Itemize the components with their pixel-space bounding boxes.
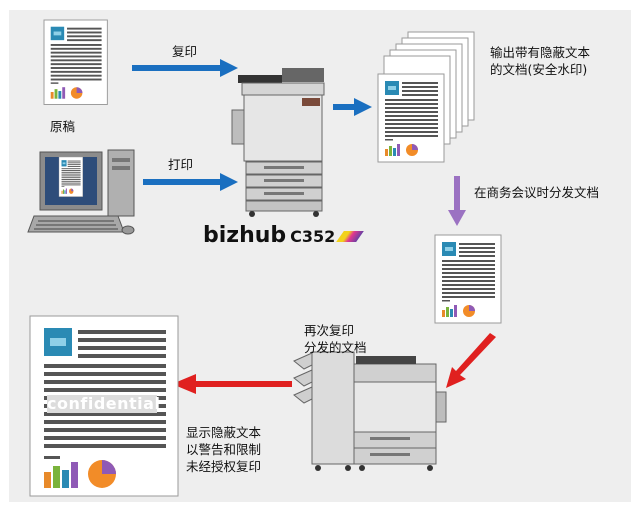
copy-arrow <box>132 59 238 77</box>
distribute-arrow <box>448 176 466 226</box>
print-arrow <box>143 173 238 191</box>
confidential-watermark: confidential <box>47 394 161 413</box>
original-document <box>43 19 108 105</box>
distributed-document <box>434 234 502 324</box>
brand-name: bizhub <box>203 223 287 248</box>
output-arrow <box>333 98 372 116</box>
output-document-stack <box>377 31 475 163</box>
copier-with-finisher-icon <box>293 351 447 471</box>
result-arrow <box>172 374 292 394</box>
print-label: 打印 <box>168 157 194 172</box>
distribute-label: 在商务会议时分发文档 <box>474 185 600 200</box>
recopy-arrow <box>446 333 496 388</box>
recopy-label: 再次复印 分发的文档 <box>304 323 367 355</box>
computer-icon <box>27 149 135 235</box>
show-hidden-label: 显示隐蔽文本 以警告和限制 未经授权复印 <box>186 425 262 474</box>
copy-label: 复印 <box>172 44 198 59</box>
output-label: 输出带有隐蔽文本 的文档(安全水印) <box>490 45 591 77</box>
original-label: 原稿 <box>50 119 76 134</box>
copier-icon <box>231 68 325 217</box>
brand-stripe-icon <box>336 231 365 242</box>
brand-model: C352 <box>290 227 336 246</box>
